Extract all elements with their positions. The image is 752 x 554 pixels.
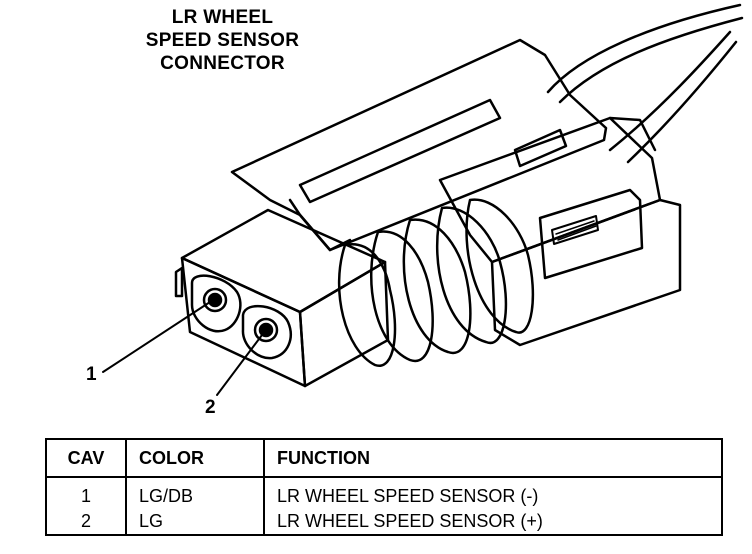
cell-function: LR WHEEL SPEED SENSOR (-) [263, 477, 723, 509]
header-function: FUNCTION [263, 438, 723, 478]
front-housing-face [180, 256, 307, 388]
seal-ring-2 [370, 230, 434, 363]
cell-color: LG [125, 509, 265, 536]
cavity-1-terminal [202, 287, 228, 313]
table-row: 2 LG LR WHEEL SPEED SENSOR (+) [45, 509, 723, 536]
header-color: COLOR [125, 438, 265, 478]
title-line-2: SPEED SENSOR [145, 30, 300, 51]
front-flange [174, 266, 184, 298]
header-cav: CAV [45, 438, 127, 478]
title-line-3: CONNECTOR [160, 53, 285, 74]
cell-cav: 1 [45, 477, 127, 509]
lock-window-slot [551, 215, 599, 245]
callout-pin-2: 2 [205, 397, 216, 418]
cavity-2-terminal [253, 317, 279, 343]
table-row: 1 LG/DB LR WHEEL SPEED SENSOR (-) [45, 477, 723, 509]
seal-ring-4 [435, 206, 508, 345]
latch-arm-ridge [298, 98, 502, 204]
latch-arm-slot [513, 128, 568, 168]
rear-housing [490, 198, 682, 347]
cavity-2 [241, 304, 292, 360]
leader-line-2 [216, 334, 263, 396]
latch-arm-side [288, 198, 352, 252]
lock-window [538, 188, 644, 280]
wire-upper [546, 3, 742, 94]
pinout-table: CAV COLOR FUNCTION 1 LG/DB LR WHEEL SPEE… [45, 438, 723, 536]
wire-upper-inner [558, 16, 744, 104]
rear-housing-edge [608, 116, 657, 152]
callout-pin-1: 1 [86, 364, 97, 385]
cell-cav: 2 [45, 509, 127, 536]
cell-function: LR WHEEL SPEED SENSOR (+) [263, 509, 723, 536]
leader-line-1 [102, 301, 211, 373]
seal-ring-5 [465, 198, 535, 334]
seal-ring-3 [402, 218, 472, 355]
cell-color: LG/DB [125, 477, 265, 509]
cavity-1 [190, 274, 242, 333]
table-header-row: CAV COLOR FUNCTION [45, 438, 723, 478]
diagram-title: LR WHEEL SPEED SENSOR CONNECTOR [120, 6, 325, 75]
front-housing-side [298, 260, 390, 388]
wire-lower [608, 30, 732, 152]
title-line-1: LR WHEEL [171, 7, 274, 28]
latch-arm [230, 38, 608, 252]
wire-lower-inner [626, 40, 738, 164]
